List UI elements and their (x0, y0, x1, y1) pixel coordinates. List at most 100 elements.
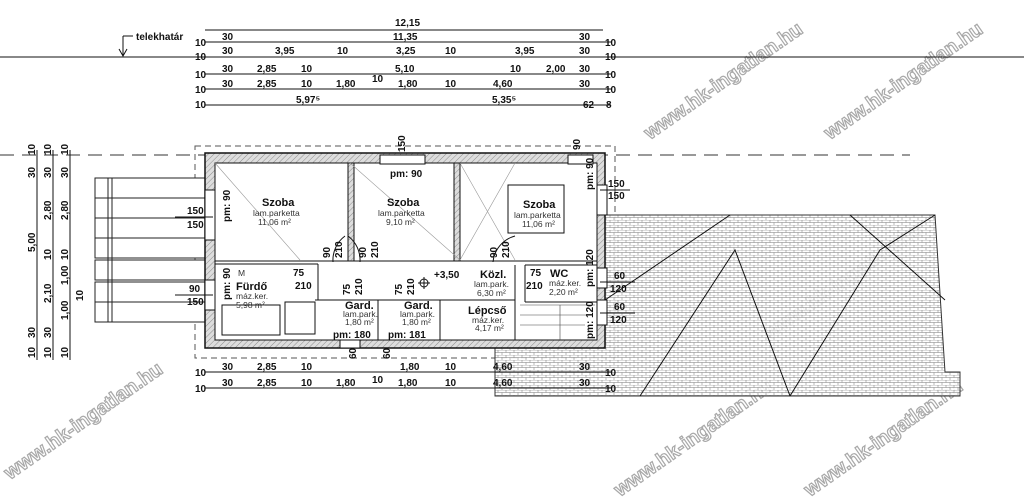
dimension-label: 3,25 (396, 46, 416, 57)
dimension-label: Szoba (262, 197, 295, 209)
dimension-label: 10 (43, 248, 54, 260)
dimension-label: 10 (301, 64, 313, 75)
dimension-label: 4,60 (493, 79, 513, 90)
dimension-label: 10 (301, 362, 313, 373)
dimension-label: 30 (222, 362, 234, 373)
room-gard-1: Gard.lam.park.1,80 m² (343, 300, 378, 327)
window-dimension-labels: 150 150 90 150 150 150 60 120 60 120 150… (175, 135, 635, 359)
watermark: www.hk-ingatlan.hu (819, 18, 987, 145)
dimension-label: 2,85 (257, 378, 277, 389)
dimension-label: lam.parketta (514, 210, 561, 220)
dimension-label: 10 (605, 70, 617, 81)
dimension-label: 30 (579, 46, 591, 57)
dimension-label: 75 (530, 268, 542, 279)
dimension-label: 4,60 (493, 362, 513, 373)
dimension-label: 210 (501, 241, 512, 258)
dimension-label: 210 (334, 241, 345, 258)
dimension-label: 10 (60, 346, 71, 358)
dimension-label: 10 (372, 74, 384, 85)
dimension-label: 5,10 (395, 64, 415, 75)
dimension-label: 120 (610, 315, 627, 326)
dimension-label: 30 (579, 79, 591, 90)
dimension-label: 90 (489, 246, 500, 258)
dimension-label: 1,80 m² (402, 317, 431, 327)
dimension-label: 90 (322, 246, 333, 258)
dimension-label: 2,00 (546, 64, 566, 75)
dimension-label: 2,20 m² (549, 287, 578, 297)
dimension-label: 2,85 (257, 79, 277, 90)
dimension-label: 10 (605, 384, 617, 395)
dimension-label: 30 (222, 32, 234, 43)
dimension-label: 30 (222, 64, 234, 75)
dimension-label: 210 (406, 278, 417, 295)
dimension-label: pm: 181 (388, 330, 426, 341)
room-kozl: Közl.lam.park.6,30 m² (474, 269, 509, 298)
dimension-label: Gard. (345, 300, 374, 312)
dimension-label: Lépcső (468, 305, 507, 317)
dimension-label: lam.park. (474, 279, 509, 289)
dimension-label: pm: 90 (222, 189, 233, 222)
room-gard-2: Gard.lam.park.1,80 m² (400, 300, 435, 327)
dimension-rows-bottom: 10 30 2,85 10 1,80 10 4,60 30 10 10 10 3… (195, 362, 617, 395)
dimension-label: pm: 90 (222, 267, 233, 300)
dimension-label: pm: 180 (333, 330, 371, 341)
dimension-label: 10 (605, 85, 617, 96)
dimension-label: 30 (60, 166, 71, 178)
door-labels: 90 210 90 210 90 210 75 210 75 210 75 21… (293, 235, 543, 295)
dimension-label: 10 (301, 378, 313, 389)
dimension-label: 1,80 m² (345, 317, 374, 327)
building-walls (204, 152, 606, 349)
dimension-label: 60 (614, 302, 626, 313)
watermark: www.hk-ingatlan.hu (0, 358, 167, 485)
dimension-label: 12,15 (395, 18, 420, 29)
dimension-label: 90 (189, 284, 201, 295)
dimension-label: 10 (301, 79, 313, 90)
dimension-label: 5,97⁵ (296, 95, 320, 106)
dimension-label: 150 (608, 191, 625, 202)
dimension-label: 2,80 (60, 200, 71, 220)
arrow-down-icon (118, 36, 128, 58)
dimension-label: 10 (60, 248, 71, 260)
dimension-label: 10 (605, 52, 617, 63)
dimension-label: 30 (222, 46, 234, 57)
dimension-label: 1,80 (400, 362, 420, 373)
dimension-label: 60 (382, 347, 393, 359)
dimension-label: 11,06 m² (522, 219, 555, 229)
dimension-label: 1,00 (60, 300, 71, 320)
dimension-label: 1,80 (336, 378, 356, 389)
dimension-label: 2,85 (257, 64, 277, 75)
dimension-label: 10 (605, 368, 617, 379)
dimension-label: 10 (195, 85, 207, 96)
dimension-label: máz.ker. (549, 278, 581, 288)
dimension-columns-left: 10 30 5,00 30 10 10 30 2,80 10 2,10 30 1… (27, 143, 86, 360)
dimension-label: 1,00 (60, 265, 71, 285)
dimension-label: 210 (354, 278, 365, 295)
dimension-label: máz.ker. (472, 315, 504, 325)
dimension-label: Szoba (387, 197, 420, 209)
dimension-label: 30 (43, 166, 54, 178)
dimension-label: 2,85 (257, 362, 277, 373)
dimension-label: 150 (187, 206, 204, 217)
dimension-label: 30 (579, 32, 591, 43)
dimension-label: +3,50 (434, 270, 460, 281)
dimension-label: 10 (372, 375, 384, 386)
dimension-label: 30 (579, 64, 591, 75)
dimension-label: pm: 90 (585, 157, 596, 190)
dimension-label: 150 (608, 179, 625, 190)
dimension-label: 30 (222, 378, 234, 389)
dimension-label: 62 (583, 100, 595, 111)
dimension-label: 90 (358, 246, 369, 258)
dimension-label: 90 (572, 138, 583, 150)
dimension-label: 30 (27, 326, 38, 338)
dimension-label: Fürdő (236, 281, 267, 293)
dimension-label: 30 (27, 166, 38, 178)
dimension-label: 9,10 m² (386, 217, 415, 227)
dimension-label: 150 (187, 297, 204, 308)
dimension-label: 10 (195, 38, 207, 49)
dimension-label: 1,80 (336, 79, 356, 90)
